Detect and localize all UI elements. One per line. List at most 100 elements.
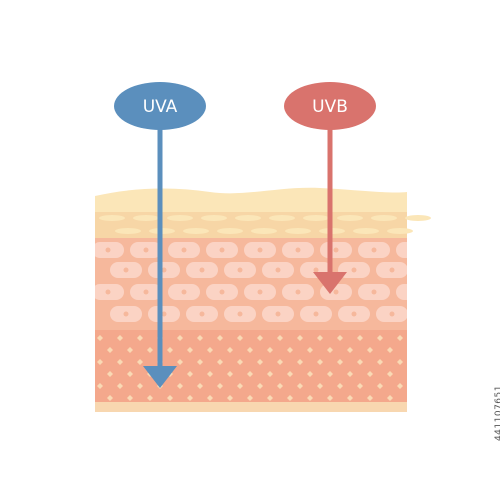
cell-nucleus [237,267,243,273]
dermis-dot [387,347,393,353]
dermis-dot [297,359,303,365]
dermis-dot [357,359,363,365]
skin-cell [396,242,407,258]
cell-nucleus [371,247,377,253]
epidermis-cell [235,215,261,221]
cell-nucleus [410,290,415,295]
dermis-dot [257,335,263,341]
uva-arrow [143,110,177,388]
dermis-dot [297,335,303,341]
dermis-dot [117,383,123,389]
dermis-dot [187,395,193,401]
dermis-dot [167,395,173,401]
dermis-dot [147,347,153,353]
dermis-dot [287,347,293,353]
epidermis-stripes [99,215,431,234]
cell-nucleus [351,311,357,317]
dermis-dot [387,371,393,377]
dermis-dot [127,371,133,377]
epidermis-cell [167,215,193,221]
dermis-dot [367,347,373,353]
dermis-dot [347,371,353,377]
dermis-dot [107,347,113,353]
dermis-dot [207,395,213,401]
dermis-dot [257,383,263,389]
dermis-dot [387,395,393,401]
bottom-band [95,402,407,412]
dermis-dot [327,371,333,377]
dermis-dot [327,395,333,401]
cell-nucleus [389,311,395,317]
dermis-dot [247,347,253,353]
cell-nucleus [275,267,281,273]
stock-id-watermark: 441107651 [494,385,500,442]
dermis-dot [397,335,403,341]
dermis-dot [267,395,273,401]
dermis-dot [357,335,363,341]
dermis-dot [247,371,253,377]
uvb-label: UVB [312,97,348,117]
epidermis-cell [251,228,277,234]
dermis-dot [217,335,223,341]
cell-nucleus [105,247,111,253]
dermis-dot [177,383,183,389]
epidermis-cell [303,215,329,221]
cell-nucleus [181,289,187,295]
dermis-dot [237,383,243,389]
dermis-dots [97,335,403,401]
dermis-dot [277,359,283,365]
dermis-dot [317,335,323,341]
dermis-dot [267,371,273,377]
dermis-dot [97,335,103,341]
dermis-dot [357,383,363,389]
cell-nucleus [313,267,319,273]
dermis-dot [137,359,143,365]
dermis-dot [147,395,153,401]
dermis-dot [337,383,343,389]
dermis-dot [137,383,143,389]
epidermis-cell [405,215,431,221]
dermis-dot [247,395,253,401]
cell-nucleus [219,289,225,295]
uvb-arrow [313,110,347,294]
dermis-dot [237,335,243,341]
cell-nucleus [295,289,301,295]
cell-nucleus [199,267,205,273]
cell-nucleus [219,247,225,253]
dermis-dot [187,347,193,353]
dermis-dot [377,335,383,341]
cell-nucleus [181,247,187,253]
cell-nucleus [105,289,111,295]
dermis-dot [347,347,353,353]
skin-cells [95,242,415,322]
skin-cell [396,284,407,300]
dermis-dot [287,395,293,401]
uvb-arrow-shaft [327,110,333,274]
dermis-dot [287,371,293,377]
dermis-dot [227,347,233,353]
dermis-dot [217,383,223,389]
dermis-dot [397,359,403,365]
cell-nucleus [275,311,281,317]
uva-arrow-shaft [157,110,163,368]
dermis-dot [227,395,233,401]
epidermis-cell [285,228,311,234]
dermis-dot [117,359,123,365]
dermis-dot [197,383,203,389]
epidermis-cell [201,215,227,221]
dermis-dot [127,347,133,353]
dermis-dot [337,335,343,341]
dermis-dot [107,371,113,377]
cell-nucleus [237,311,243,317]
cell-nucleus [143,289,149,295]
uvb-label-bubble [284,82,376,130]
dermis-dot [327,347,333,353]
cell-nucleus [333,247,339,253]
cell-nucleus [143,247,149,253]
cell-nucleus [123,311,129,317]
dermis-dot [107,395,113,401]
dermis-dot [307,395,313,401]
dermis-dot [217,359,223,365]
